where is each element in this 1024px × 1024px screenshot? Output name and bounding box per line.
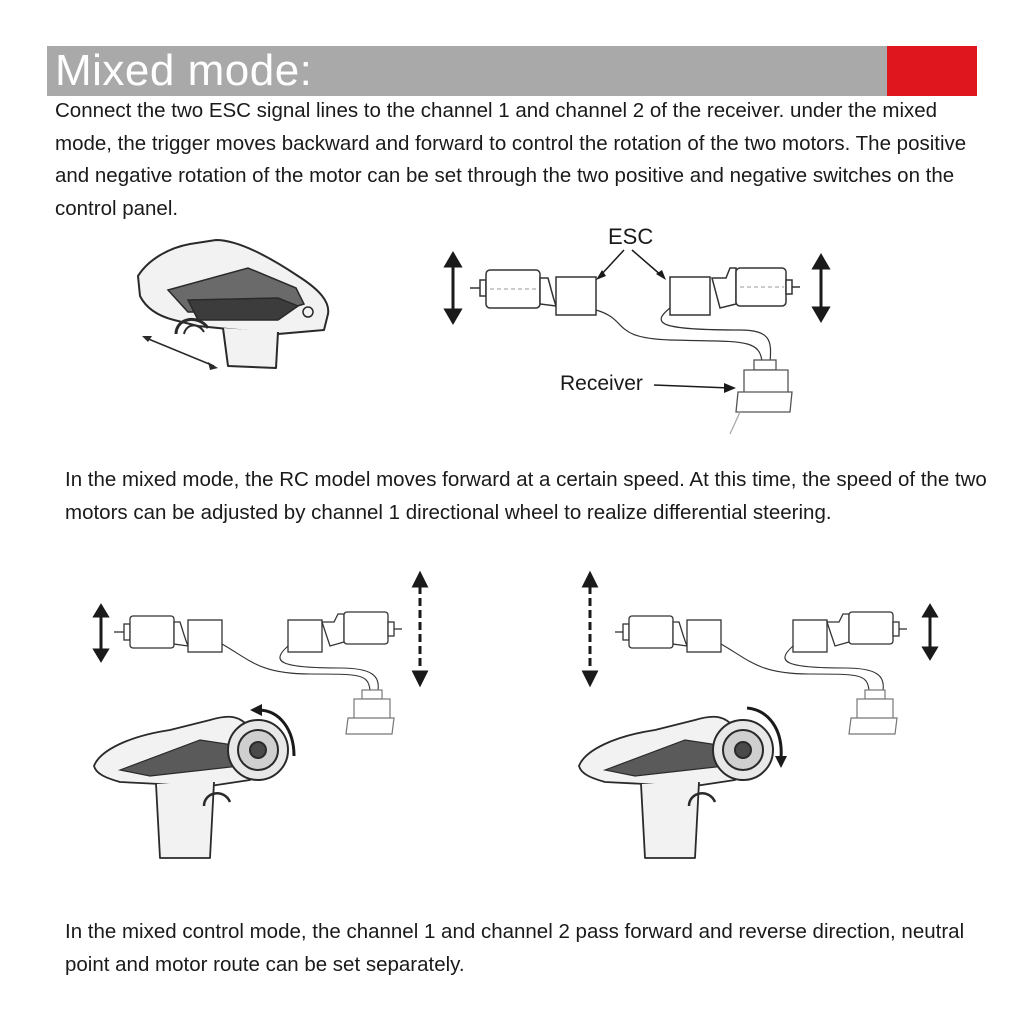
section-title: Mixed mode: <box>55 46 313 95</box>
steering-wheel-icon <box>227 719 289 781</box>
header-accent-block <box>887 46 977 96</box>
section-header-bar: Mixed mode: <box>47 46 977 96</box>
esc-label: ESC <box>608 224 653 249</box>
motor-icon <box>114 615 190 649</box>
esc-box-icon <box>187 619 223 653</box>
motor-icon <box>615 615 689 649</box>
motor-icon <box>470 269 558 309</box>
double-arrow-icon <box>92 603 110 663</box>
receiver-label: Receiver <box>560 372 643 395</box>
wheel-rotation-arrow-icon <box>257 708 296 757</box>
receiver-icon <box>729 359 793 435</box>
receiver-icon <box>848 689 898 735</box>
esc-box-icon <box>792 619 828 653</box>
wheel-rotation-arrow-icon <box>746 706 783 759</box>
esc-box-icon <box>555 276 597 316</box>
receiver-icon <box>345 689 395 735</box>
settings-paragraph: In the mixed control mode, the channel 1… <box>65 920 965 976</box>
double-arrow-icon <box>443 251 463 325</box>
steering-wheel-icon <box>712 719 774 781</box>
esc-box-icon <box>669 276 711 316</box>
esc-receiver-wiring-diagram: ESC Receiver <box>443 224 831 435</box>
motor-icon <box>826 611 907 647</box>
double-arrow-icon <box>581 570 599 688</box>
differential-steering-right-figure <box>578 570 939 859</box>
double-arrow-icon <box>411 570 429 688</box>
motor-icon <box>711 267 800 309</box>
differential-steering-left-figure <box>92 570 429 859</box>
mixed-mode-paragraph: In the mixed mode, the RC model moves fo… <box>65 468 987 524</box>
intro-paragraph: Connect the two ESC signal lines to the … <box>55 99 967 220</box>
double-arrow-icon <box>921 603 939 661</box>
esc-box-icon <box>287 619 323 653</box>
motor-icon <box>321 611 402 647</box>
double-arrow-icon <box>811 253 831 323</box>
esc-box-icon <box>686 619 722 653</box>
transmitter-trigger-illustration <box>137 239 330 370</box>
